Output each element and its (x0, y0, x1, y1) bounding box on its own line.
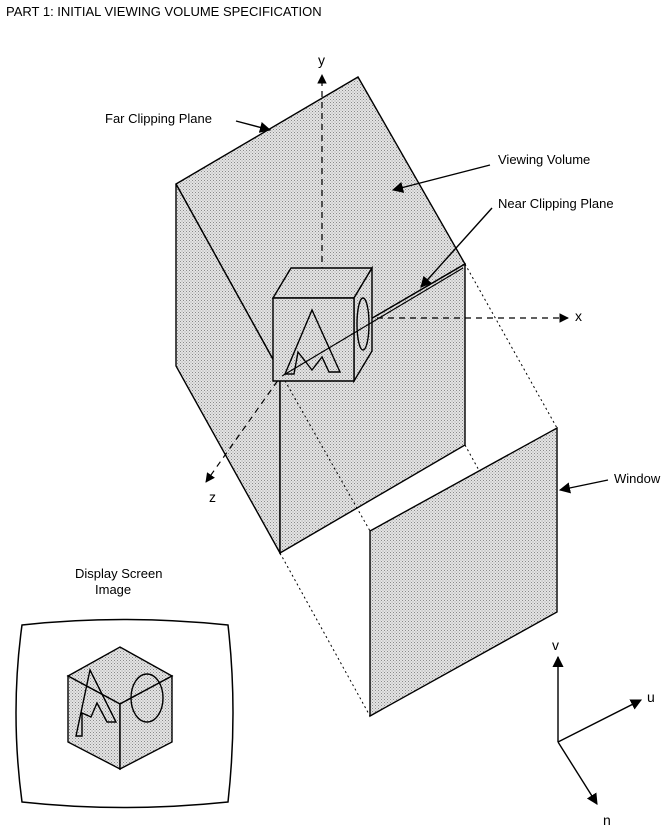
cube-front-face (272, 297, 355, 382)
screen-letter-o (130, 673, 164, 723)
display-screen-label-image: Image (95, 582, 131, 597)
screen-letter-a (75, 667, 118, 737)
n-axis (557, 741, 598, 805)
object-cube (271, 265, 374, 384)
window-label: Window (614, 471, 661, 486)
z-axis-label: z (209, 489, 216, 505)
far-clipping-plane-label: Far Clipping Plane (105, 111, 212, 126)
letter-a-shape (283, 308, 342, 375)
screen-image-hexagon (66, 646, 174, 771)
near-plane-line (281, 267, 464, 377)
near-plane-callout (420, 207, 493, 288)
y-axis-label: y (318, 52, 325, 68)
page-title: PART 1: INITIAL VIEWING VOLUME SPECIFICA… (6, 4, 322, 19)
viewing-volume-callout (391, 164, 491, 193)
x-axis-label: x (575, 308, 582, 324)
window-plane (369, 426, 558, 718)
display-screen (15, 618, 234, 809)
display-screen-label: Display Screen (75, 566, 162, 581)
u-axis-label: u (647, 689, 655, 705)
viewing-volume (175, 76, 466, 556)
u-axis (557, 699, 642, 743)
v-axis-label: v (552, 637, 559, 653)
uvn-axes (552, 655, 642, 805)
window-callout (558, 479, 609, 494)
n-axis-label: n (603, 812, 611, 828)
callouts (235, 120, 609, 494)
viewing-volume-label: Viewing Volume (498, 152, 590, 167)
near-clipping-plane-label: Near Clipping Plane (498, 196, 614, 211)
far-plane-callout (235, 120, 272, 133)
